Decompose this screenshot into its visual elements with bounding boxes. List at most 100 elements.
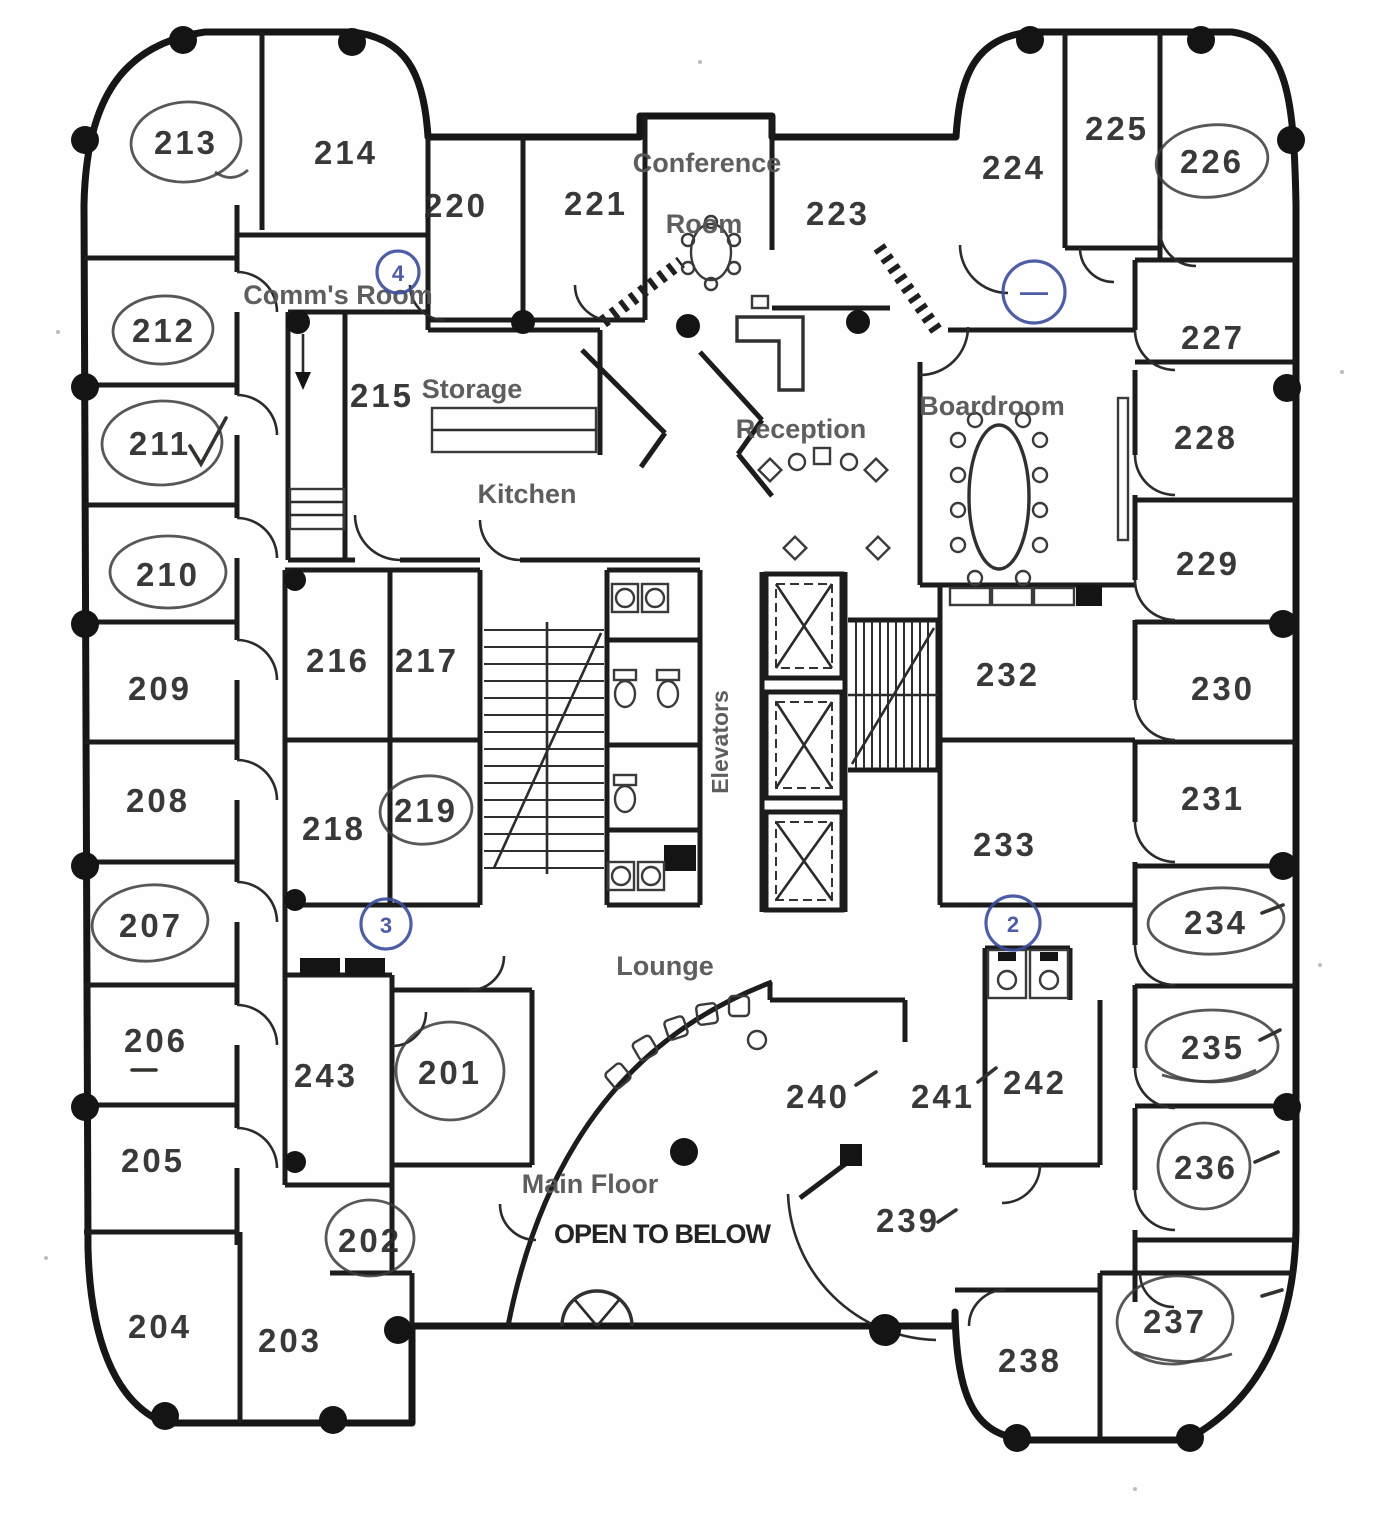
tick-234 (1260, 903, 1285, 915)
chair (703, 214, 719, 230)
room-label-234: 234 (1184, 904, 1248, 941)
wall-marker (1277, 126, 1305, 154)
elevator-car (775, 701, 833, 789)
elevator-x (774, 821, 834, 901)
toilet-tank (612, 773, 638, 787)
hatched-wall-right (873, 243, 943, 335)
elevator-car (775, 583, 833, 669)
south-sinks (986, 948, 1070, 1000)
elevator-shaft (763, 571, 845, 681)
room-label-215: 215 (350, 377, 414, 414)
blue-mark-2-text: 2 (1007, 912, 1019, 937)
wall-marker (71, 1093, 99, 1121)
chair (1014, 411, 1032, 429)
room-label-202: 202 (338, 1222, 402, 1259)
credenza (990, 586, 1034, 607)
hatched-wall-left (599, 256, 685, 328)
room-label-228: 228 (1174, 419, 1238, 456)
pencil-circle-234 (1146, 886, 1286, 956)
room-label-241: 241 (911, 1078, 975, 1115)
chair (1031, 431, 1049, 449)
left-wing-dividers (84, 255, 237, 1235)
chair (1014, 569, 1032, 587)
lounge-chair (604, 1062, 632, 1090)
wall-marker (71, 610, 99, 638)
washroom-walls (604, 567, 703, 908)
elevator-x (774, 583, 834, 669)
toilet-bowl (613, 679, 637, 709)
tick-237 (1260, 1288, 1284, 1298)
wall-marker (1269, 852, 1297, 880)
room-label-220: 220 (424, 187, 488, 224)
blue-mark-1-text: — (1020, 276, 1048, 307)
room-label-206: 206 (124, 1022, 188, 1059)
credenza (1032, 586, 1076, 607)
storage-label: Storage (422, 374, 523, 404)
room-label-201: 201 (418, 1054, 482, 1091)
sink-basin (644, 587, 666, 609)
pencil-circle-213 (129, 100, 243, 184)
room-label-238: 238 (998, 1342, 1062, 1379)
wall-marker (1273, 374, 1301, 402)
sink-counter (606, 860, 636, 892)
column-dot (670, 1138, 698, 1166)
mid-block-walls (282, 567, 483, 908)
room-label-210: 210 (136, 556, 200, 593)
wall-marker (71, 373, 99, 401)
pencil-circle-226 (1154, 123, 1270, 199)
guest-chair (839, 452, 859, 472)
room-label-217: 217 (395, 642, 459, 679)
sink-basin (610, 865, 632, 887)
wall-marker (286, 310, 310, 334)
furniture-lounge (604, 994, 768, 1090)
sink-basin (640, 865, 662, 887)
chair (726, 232, 742, 248)
pencil-circle-210 (108, 534, 228, 610)
reception-label: Reception (736, 414, 867, 444)
blue-mark-4-text: 4 (392, 261, 405, 286)
noise-speck (56, 330, 60, 334)
pencil-circle-202 (324, 1198, 416, 1278)
comms-room-equipment (288, 334, 385, 976)
room-label-227: 227 (1181, 319, 1245, 356)
pencil-circle-235-tail (1161, 1068, 1257, 1083)
wall-marker (1003, 1424, 1031, 1452)
tap (1040, 952, 1058, 961)
elevator-shaft (763, 689, 845, 801)
interior-walls (84, 32, 1296, 1440)
wall-marker (71, 126, 99, 154)
sink-counter (636, 860, 666, 892)
room-label-236: 236 (1174, 1149, 1238, 1186)
stairs-left (484, 622, 604, 874)
checkmark-211 (188, 416, 228, 468)
elevator-x (774, 701, 834, 789)
chair (966, 569, 984, 587)
room-label-211: 211 (129, 425, 191, 462)
exit-stair-halfcircle (560, 1289, 634, 1327)
chair (949, 536, 967, 554)
room-label-226: 226 (1180, 143, 1244, 180)
lounge-chair (631, 1034, 659, 1062)
room-label-214: 214 (314, 134, 378, 171)
chair (680, 260, 696, 276)
room-label-235: 235 (1181, 1029, 1245, 1066)
sink-counter (610, 582, 640, 614)
equipment-rack (288, 487, 346, 531)
rack-lines (290, 500, 344, 517)
room-label-205: 205 (121, 1142, 185, 1179)
noise-speck (44, 1256, 48, 1260)
wall-marker (284, 569, 306, 591)
room-label-218: 218 (302, 810, 366, 847)
wall-marker (1187, 26, 1215, 54)
noise-speck (1318, 963, 1322, 967)
pencil-circle-237 (1115, 1274, 1235, 1366)
wall-marker (511, 310, 535, 334)
comms-storage-kitchen-walls (285, 309, 774, 563)
lounge-label: Lounge (616, 951, 713, 981)
building-outline (80, 28, 1300, 1444)
sink-basin (1038, 969, 1060, 991)
door-arcs (236, 229, 1197, 1342)
right-wing-dividers (1135, 257, 1296, 1243)
sink-counter (640, 582, 670, 614)
elevator-car (775, 821, 833, 901)
